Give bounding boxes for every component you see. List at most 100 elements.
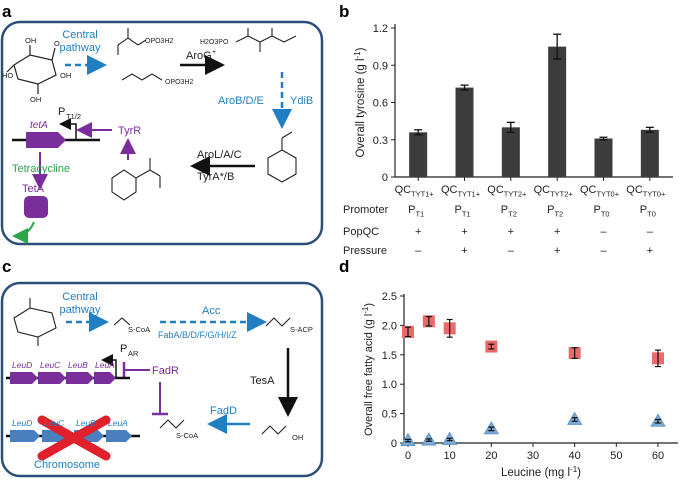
- bar: [548, 46, 567, 177]
- chromosome-label: Chromosome: [34, 459, 100, 471]
- y-tick-label: 0: [391, 438, 397, 450]
- x-axis-label: Leucine (mg l-1): [501, 465, 581, 479]
- table-pressure-cell: +: [461, 245, 467, 257]
- pep-phosphate: OPO3H2: [145, 38, 174, 45]
- par-promoter-label: P: [120, 343, 127, 355]
- table-row-label-popqc: PopQC: [343, 226, 379, 238]
- table-pressure-cell: +: [647, 245, 653, 257]
- panel-letter-c: c: [2, 257, 11, 276]
- plasmid-gene-leub: LeuB: [68, 360, 88, 370]
- acetyl-coa-label: S-CoA: [128, 325, 150, 334]
- x-tick-label: QCTYT2+: [487, 184, 526, 198]
- fadr-label: FadR: [152, 365, 179, 377]
- e4p-phosphate: OPO3H2: [165, 79, 194, 86]
- promoter-sub: T1/2: [66, 112, 81, 121]
- bar: [594, 138, 613, 177]
- par-promoter-arrow: [101, 354, 117, 378]
- fatty-acid-structure: [261, 425, 287, 435]
- x-tick-label: QCTYT0+: [580, 184, 619, 198]
- fatty-acid-label: OH: [292, 433, 303, 442]
- tyrosine-structure: [111, 158, 161, 201]
- central-pathway-c-line2: pathway: [60, 304, 101, 316]
- table-promoter-cell: PT1: [454, 204, 470, 218]
- table-pressure-cell: –: [600, 245, 607, 257]
- table-pressure-cell: –: [508, 245, 515, 257]
- svg-text:HO: HO: [2, 71, 13, 80]
- plasmid-gene-leua: LeuA: [95, 360, 115, 370]
- cell-frame-a: [0, 20, 324, 246]
- acc-label: Acc: [202, 305, 221, 317]
- chromosome-gene-leub: LeuB: [76, 418, 96, 428]
- fadd-label: FadD: [210, 405, 237, 417]
- promoter-label: P: [58, 106, 65, 118]
- acyl-coa-structure: [159, 419, 185, 429]
- acyl-coa-label: S-CoA: [176, 431, 198, 440]
- x-tick-label: 10: [444, 450, 456, 462]
- dahp-phosphate: H2O3PO: [200, 39, 229, 46]
- panel-c-pathway: Central pathway S-CoA Acc FabA/B/D/F/G/H…: [0, 281, 324, 478]
- y-tick-label: 0.6: [373, 98, 388, 110]
- panel-letter-a: a: [2, 2, 12, 21]
- table-promoter-cell: PT2: [547, 204, 563, 218]
- x-tick-label: 20: [485, 450, 497, 462]
- teta-gene-label: tetA: [30, 120, 48, 131]
- efflux-arrow: [12, 221, 35, 244]
- table-pressure-cell: –: [415, 245, 422, 257]
- panel-letter-d: d: [339, 257, 349, 276]
- x-tick-label: QCTYT1+: [441, 184, 480, 198]
- y-tick-label: 1.5: [382, 350, 397, 362]
- y-tick-label: 1.2: [373, 23, 388, 35]
- table-popqc-cell: +: [554, 226, 560, 238]
- plasmid-leu-operon: [10, 372, 116, 384]
- tyra-label: TyrA*/B: [197, 171, 234, 183]
- y-tick-label: 2.5: [382, 291, 397, 303]
- glucose-structure: [6, 45, 57, 94]
- y-tick-label: 0: [382, 172, 388, 184]
- x-tick-label: 60: [652, 450, 664, 462]
- fab-label: FabA/B/D/F/G/H/I/Z: [158, 330, 237, 340]
- arob-label: AroB/D/E: [218, 95, 264, 107]
- deletion-cross: [37, 415, 111, 461]
- x-tick-label: QCTYT0+: [626, 184, 665, 198]
- y-tick-label: 2.0: [382, 320, 397, 332]
- table-row-label-promoter: Promoter: [343, 204, 389, 216]
- e4p-structure: [121, 73, 163, 81]
- chromosome-gene-leua: LeuA: [108, 418, 128, 428]
- table-popqc-cell: –: [600, 226, 607, 238]
- central-pathway-c-line1: Central: [62, 291, 97, 303]
- plasmid-gene-leuc: LeuC: [40, 360, 61, 370]
- svg-text:OH: OH: [25, 36, 36, 45]
- bar: [409, 132, 428, 177]
- y-tick-label: 0.3: [373, 135, 388, 147]
- svg-text:O: O: [54, 39, 60, 48]
- x-tick-label: 40: [569, 450, 581, 462]
- chromosome-gene-leud: LeuD: [12, 418, 32, 428]
- x-tick-label: 30: [527, 450, 539, 462]
- x-tick-label: 0: [405, 450, 411, 462]
- par-promoter-sub: AR: [128, 349, 139, 358]
- table-popqc-cell: +: [508, 226, 514, 238]
- bar: [455, 87, 474, 177]
- y-tick-label: 1.0: [382, 379, 397, 391]
- promoter-arrow: [59, 118, 77, 140]
- svg-text:OH: OH: [30, 95, 41, 104]
- panel-letter-b: b: [339, 2, 349, 21]
- y-axis-label: Overall tyrosine (g l-1): [353, 47, 367, 157]
- shikimate-structure: [267, 131, 297, 183]
- bar: [640, 129, 659, 177]
- x-tick-label: QCTYT2+: [534, 184, 573, 198]
- y-axis-label: Overall free fatty acid (g l-1): [361, 303, 375, 436]
- table-promoter-cell: PT1: [408, 204, 424, 218]
- arog-label: AroG: [186, 50, 212, 62]
- table-popqc-cell: +: [415, 226, 421, 238]
- cell-frame-c: [0, 281, 324, 478]
- pep-structure: [117, 28, 147, 55]
- acyl-acp-structure: [265, 317, 291, 327]
- table-promoter-cell: PT2: [501, 204, 517, 218]
- ydib-label: YdiB: [290, 95, 313, 107]
